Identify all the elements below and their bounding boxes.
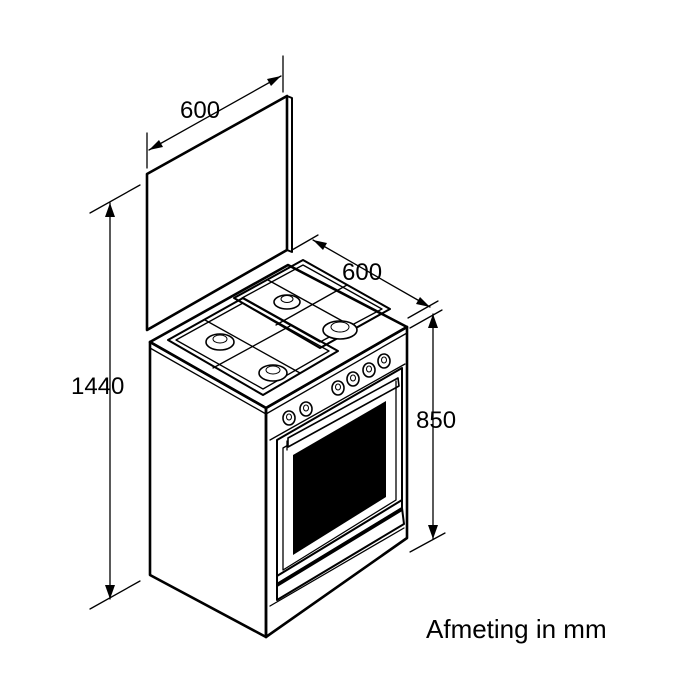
- drawer-line: [269, 527, 405, 607]
- dimension-body-height: 850: [409, 309, 456, 553]
- pan-support-bar: [267, 279, 356, 329]
- control-knob: [299, 401, 313, 417]
- oven-door-handle: [287, 377, 400, 448]
- control-strip-divider: [269, 363, 406, 441]
- storage-drawer-top: [276, 507, 405, 601]
- arrowhead: [105, 585, 115, 599]
- extension-line-top: [89, 184, 141, 214]
- burner-front-right: [258, 364, 288, 382]
- backguard-panel: [145, 94, 289, 332]
- dimension-line: [312, 239, 431, 308]
- pan-support-back-inner: [241, 264, 383, 343]
- burner-front-left: [205, 333, 235, 351]
- oven-window: [293, 401, 386, 555]
- dimension-label-depth: 600: [342, 259, 382, 286]
- extension-line-bottom: [409, 532, 446, 553]
- dimension-label-total-height: 1440: [71, 373, 124, 400]
- dimension-depth: 600: [291, 234, 439, 319]
- unit-caption: Afmeting in mm: [426, 614, 607, 644]
- arrowhead: [313, 240, 327, 250]
- dimension-line: [148, 75, 282, 151]
- control-knob: [331, 380, 345, 396]
- extension-line-front: [407, 300, 439, 319]
- dimension-backguard-width: 600: [146, 55, 284, 169]
- dimension-total-height: 1440: [71, 184, 141, 610]
- control-knob: [282, 410, 296, 426]
- arrowhead: [105, 203, 115, 217]
- control-knob: [377, 353, 391, 369]
- backguard-edge: [286, 95, 293, 253]
- control-knob: [362, 362, 376, 378]
- pan-support-bar: [275, 284, 348, 326]
- control-knob: [346, 371, 360, 387]
- pan-support-bar: [212, 325, 291, 369]
- dimension-label-backguard-width: 600: [180, 97, 220, 124]
- arrowhead: [428, 525, 438, 539]
- arrowhead: [428, 314, 438, 328]
- door-bottom-trim: [276, 499, 403, 587]
- arrowhead: [267, 76, 281, 86]
- arrowhead: [149, 140, 163, 150]
- burner-back-right-large: [322, 320, 358, 340]
- extension-line-back: [291, 234, 319, 251]
- pan-support-back: [233, 259, 391, 349]
- pan-support-front-inner: [175, 302, 330, 390]
- dimension-label-body-height: 850: [416, 407, 456, 434]
- burner-back-left: [273, 294, 301, 310]
- pan-support-front: [167, 297, 339, 396]
- extension-line-bottom: [89, 580, 141, 610]
- extension-line-top: [409, 309, 443, 329]
- arrowhead: [416, 297, 430, 307]
- cooker: [145, 94, 409, 639]
